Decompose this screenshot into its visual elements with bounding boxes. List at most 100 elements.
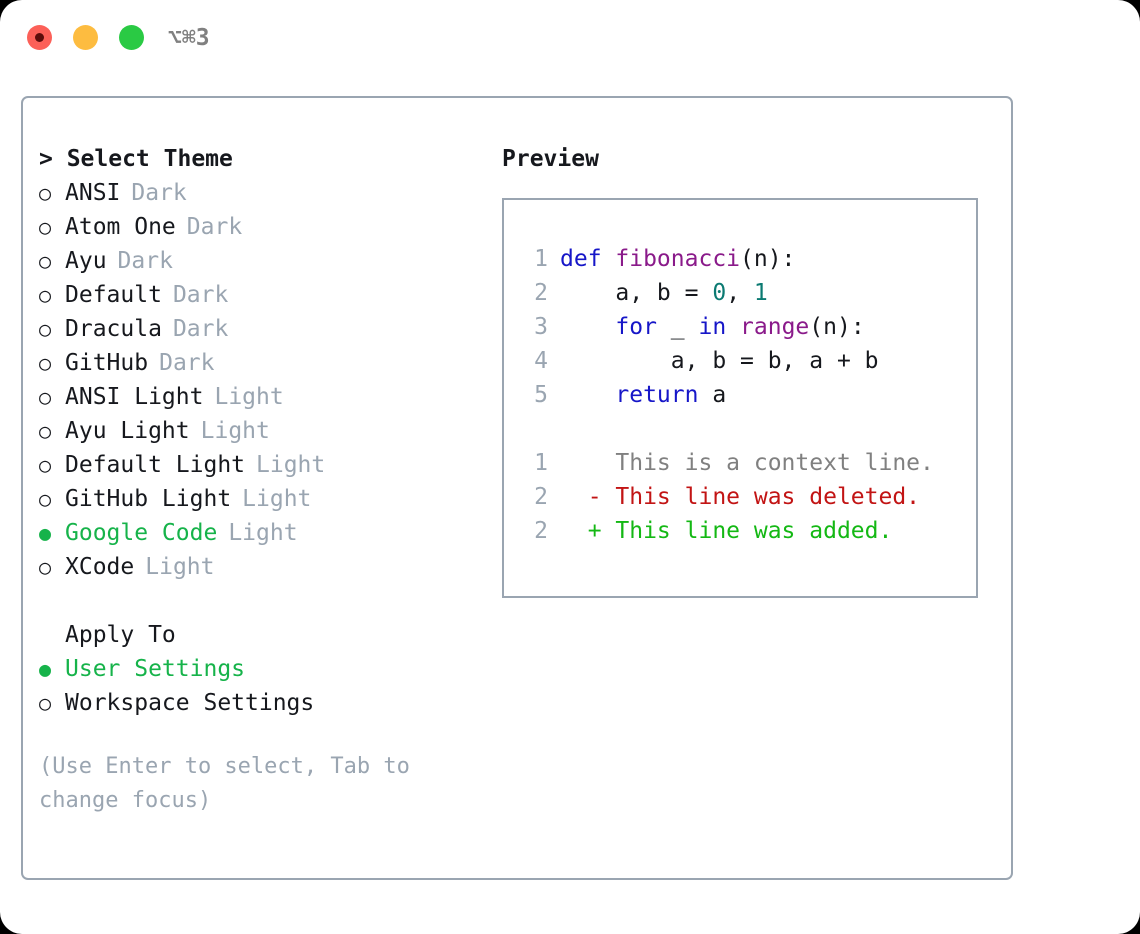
apply-to-heading: Apply To	[65, 622, 176, 648]
close-button[interactable]	[27, 25, 52, 50]
apply-to-item[interactable]: ○ Workspace Settings	[39, 686, 489, 720]
preview-title: Preview	[502, 146, 599, 172]
code-token: ,	[726, 280, 754, 306]
radio-unselected-icon: ○	[39, 181, 52, 205]
theme-variant-tag: Dark	[172, 282, 229, 308]
code-text: def fibonacci(n):	[560, 242, 795, 276]
code-token: _	[670, 314, 699, 340]
line-number: 2	[534, 280, 548, 306]
theme-name: Atom One	[65, 214, 176, 240]
code-token: range	[740, 314, 810, 340]
theme-name: Ayu Light	[65, 418, 190, 444]
radio-unselected-icon: ○	[39, 691, 52, 715]
code-line: 3 for _ in range(n):	[518, 310, 976, 344]
theme-variant-tag: Light	[242, 486, 312, 512]
theme-name: Dracula	[65, 316, 162, 342]
radio-selected-icon: ●	[39, 521, 52, 545]
theme-name: Default Light	[65, 452, 246, 478]
code-token: for	[560, 314, 671, 340]
theme-variant-tag: Light	[228, 520, 298, 546]
theme-variant-tag: Light	[200, 418, 270, 444]
theme-variant-tag: Dark	[131, 180, 187, 206]
code-token: in	[698, 314, 741, 340]
theme-name: GitHub Light	[65, 486, 232, 512]
theme-variant-tag: Dark	[172, 316, 229, 342]
radio-unselected-icon: ○	[39, 555, 52, 579]
code-token: (n):	[740, 246, 796, 272]
diff-line: 2 + This line was added.	[518, 514, 976, 548]
theme-list-item[interactable]: ○ ANSI Light Light	[39, 380, 489, 414]
diff-text: This is a context line.	[615, 450, 934, 476]
theme-variant-tag: Light	[145, 554, 215, 580]
code-token: a, b =	[560, 280, 713, 306]
apply-to-label: Workspace Settings	[65, 690, 315, 716]
diff-text: This line was deleted.	[615, 484, 921, 510]
diff-marker	[560, 446, 615, 480]
code-text: a, b = b, a + b	[560, 344, 879, 378]
theme-variant-tag: Dark	[117, 248, 173, 274]
code-token: 0	[712, 280, 727, 306]
apply-to-list: ● User Settings ○ Workspace Settings	[39, 652, 489, 720]
code-line: 5 return a	[518, 378, 976, 412]
theme-name: Default	[65, 282, 162, 308]
title-bar: ⌥⌘3	[0, 0, 1140, 78]
apply-to-label: User Settings	[65, 656, 246, 682]
theme-list-item[interactable]: ○ Default Light Light	[39, 448, 489, 482]
radio-unselected-icon: ○	[39, 249, 52, 273]
code-line: 1 def fibonacci(n):	[518, 242, 976, 276]
radio-selected-icon: ●	[39, 657, 52, 681]
diff-line: 2 - This line was deleted.	[518, 480, 976, 514]
theme-name: XCode	[65, 554, 135, 580]
theme-list-item[interactable]: ● Google Code Light	[39, 516, 489, 550]
code-token: 1	[753, 280, 768, 306]
zoom-button[interactable]	[119, 25, 144, 50]
diff-block: 1 This is a context line. 2 - This line w…	[518, 446, 976, 548]
theme-name: ANSI Light	[65, 384, 204, 410]
apply-to-item[interactable]: ● User Settings	[39, 652, 489, 686]
code-text: a, b = 0, 1	[560, 276, 768, 310]
theme-name: GitHub	[65, 350, 149, 376]
line-number: 1	[534, 450, 548, 476]
code-token: (n):	[809, 314, 865, 340]
code-line: 2 a, b = 0, 1	[518, 276, 976, 310]
radio-unselected-icon: ○	[39, 351, 52, 375]
theme-variant-tag: Dark	[159, 350, 215, 376]
line-number: 4	[534, 348, 548, 374]
theme-list-item[interactable]: ○ Dracula Dark	[39, 312, 489, 346]
theme-list-item[interactable]: ○ GitHub Light Light	[39, 482, 489, 516]
radio-unselected-icon: ○	[39, 487, 52, 511]
diff-marker: +	[560, 518, 616, 544]
diff-text: This line was added.	[615, 518, 893, 544]
line-number: 3	[534, 314, 548, 340]
theme-list-item[interactable]: ○ Atom One Dark	[39, 210, 489, 244]
theme-list-item[interactable]: ○ XCode Light	[39, 550, 489, 584]
radio-unselected-icon: ○	[39, 385, 52, 409]
close-icon	[35, 33, 44, 42]
theme-list-item[interactable]: ○ GitHub Dark	[39, 346, 489, 380]
line-number: 2	[534, 518, 548, 544]
code-token: a, b = b, a + b	[560, 348, 879, 374]
theme-variant-tag: Light	[256, 452, 326, 478]
radio-unselected-icon: ○	[39, 317, 52, 341]
radio-unselected-icon: ○	[39, 453, 52, 477]
radio-unselected-icon: ○	[39, 419, 52, 443]
list-spacer	[39, 584, 489, 618]
keyboard-shortcut-label: ⌥⌘3	[168, 25, 210, 51]
line-number: 1	[534, 246, 548, 272]
code-line: 4 a, b = b, a + b	[518, 344, 976, 378]
theme-list-item[interactable]: ○ Ayu Light Light	[39, 414, 489, 448]
theme-variant-tag: Light	[214, 384, 284, 410]
select-theme-heading: > Select Theme	[39, 146, 233, 172]
theme-name: Google Code	[65, 520, 218, 546]
radio-unselected-icon: ○	[39, 215, 52, 239]
theme-variant-tag: Dark	[186, 214, 243, 240]
code-token: def	[560, 246, 616, 272]
minimize-button[interactable]	[73, 25, 98, 50]
